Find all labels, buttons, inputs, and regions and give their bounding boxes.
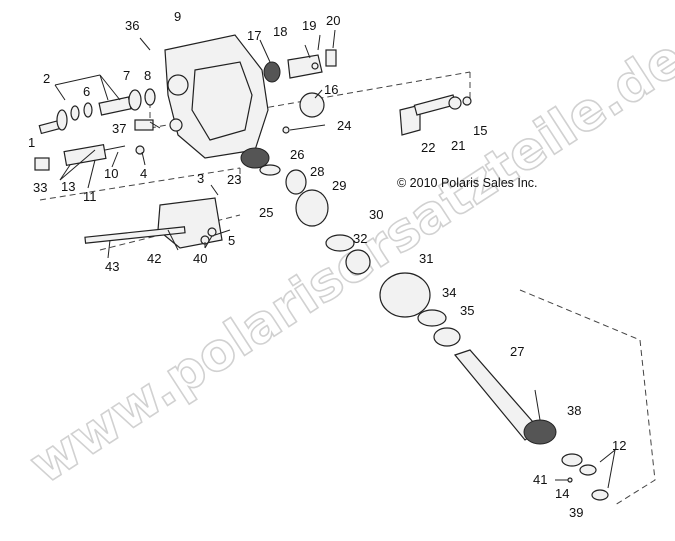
callout-21: 21 [451, 138, 465, 153]
callout-13: 13 [61, 179, 75, 194]
callout-9: 9 [174, 9, 181, 24]
callout-40: 40 [193, 251, 207, 266]
callout-16: 16 [324, 82, 338, 97]
shift-shaft-parts [34, 88, 156, 171]
callout-36: 36 [125, 18, 139, 33]
callout-30: 30 [369, 207, 383, 222]
callout-4: 4 [140, 166, 147, 181]
output-shaft [453, 349, 609, 501]
callout-15: 15 [473, 123, 487, 138]
callout-25: 25 [259, 205, 273, 220]
callout-26: 26 [290, 147, 304, 162]
shift-fork-assembly [84, 197, 223, 249]
callout-20: 20 [326, 13, 340, 28]
callout-10: 10 [104, 166, 118, 181]
callout-18: 18 [273, 24, 287, 39]
callout-37: 37 [112, 121, 126, 136]
callout-3: 3 [197, 171, 204, 186]
callout-42: 42 [147, 251, 161, 266]
callout-39: 39 [569, 505, 583, 520]
callout-29: 29 [332, 178, 346, 193]
callout-27: 27 [510, 344, 524, 359]
callout-labels: 1 2 3 4 5 6 7 8 9 10 11 12 13 14 15 16 1… [28, 9, 626, 520]
callout-38: 38 [567, 403, 581, 418]
upper-shaft-parts [263, 49, 472, 136]
callout-43: 43 [105, 259, 119, 274]
callout-12: 12 [612, 438, 626, 453]
callout-28: 28 [310, 164, 324, 179]
callout-23: 23 [227, 172, 241, 187]
leader-lines [54, 29, 616, 489]
callout-5: 5 [228, 233, 235, 248]
callout-31: 31 [419, 251, 433, 266]
callout-24: 24 [337, 118, 351, 133]
callout-11: 11 [83, 189, 97, 204]
callout-41: 41 [533, 472, 547, 487]
callout-22: 22 [421, 140, 435, 155]
callout-7: 7 [123, 68, 130, 83]
callout-2: 2 [43, 71, 50, 86]
callout-33: 33 [33, 180, 47, 195]
callout-19: 19 [302, 18, 316, 33]
callout-8: 8 [144, 68, 151, 83]
callout-32: 32 [353, 231, 367, 246]
callout-14: 14 [555, 486, 569, 501]
callout-17: 17 [247, 28, 261, 43]
copyright-notice: © 2010 Polaris Sales Inc. [397, 176, 538, 190]
callout-1: 1 [28, 135, 35, 150]
transmission-housing [164, 34, 269, 159]
gear-train [240, 147, 461, 347]
callout-34: 34 [442, 285, 456, 300]
callout-35: 35 [460, 303, 474, 318]
callout-6: 6 [83, 84, 90, 99]
